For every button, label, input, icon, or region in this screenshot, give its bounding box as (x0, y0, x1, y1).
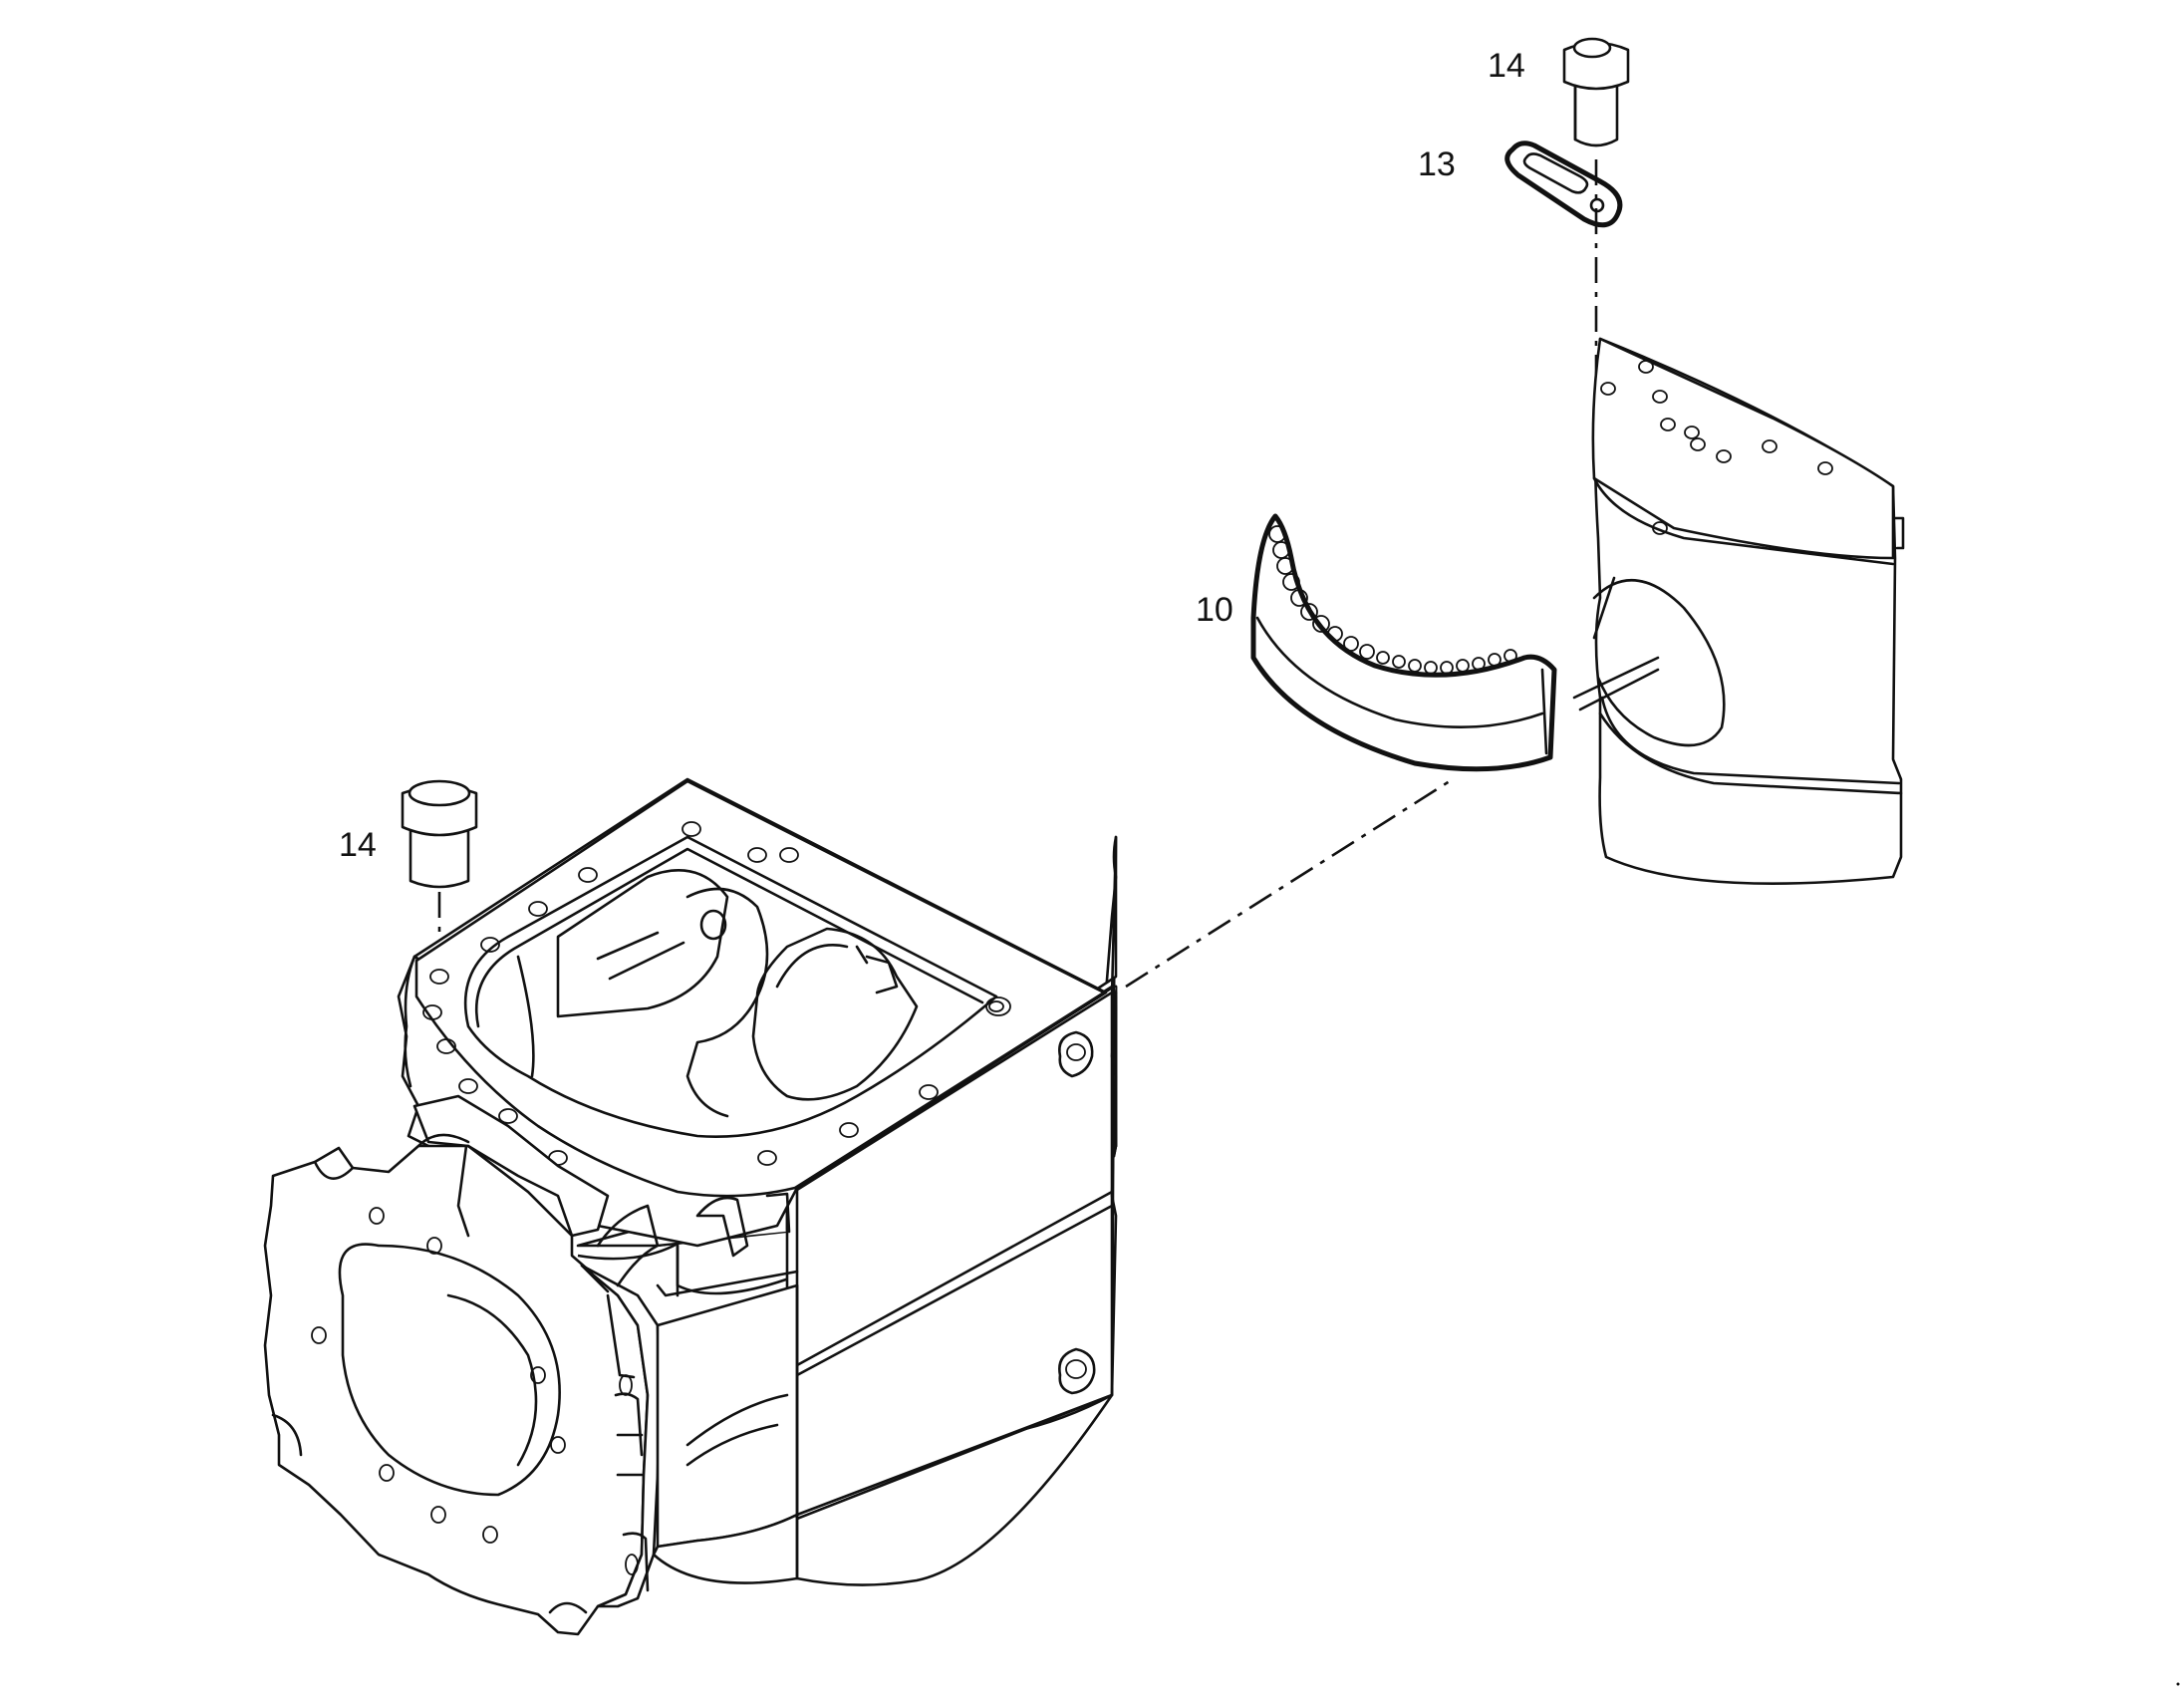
corner-mark (2176, 1682, 2180, 1686)
axis-line-diagonal (1125, 777, 1454, 989)
cover-housing-part (1591, 337, 1905, 885)
transmission-housing-part (263, 777, 1118, 1636)
lock-plate-part (1504, 141, 1623, 228)
callout-13: 13 (1418, 145, 1456, 183)
callout-14-top: 14 (1488, 47, 1525, 85)
screw-top-part (1562, 37, 1630, 147)
screw-left-part (401, 779, 478, 889)
callout-10: 10 (1196, 591, 1233, 629)
brake-lining-part (1250, 513, 1660, 772)
lining-teeth (1268, 525, 1517, 675)
callout-14-left: 14 (339, 826, 377, 864)
